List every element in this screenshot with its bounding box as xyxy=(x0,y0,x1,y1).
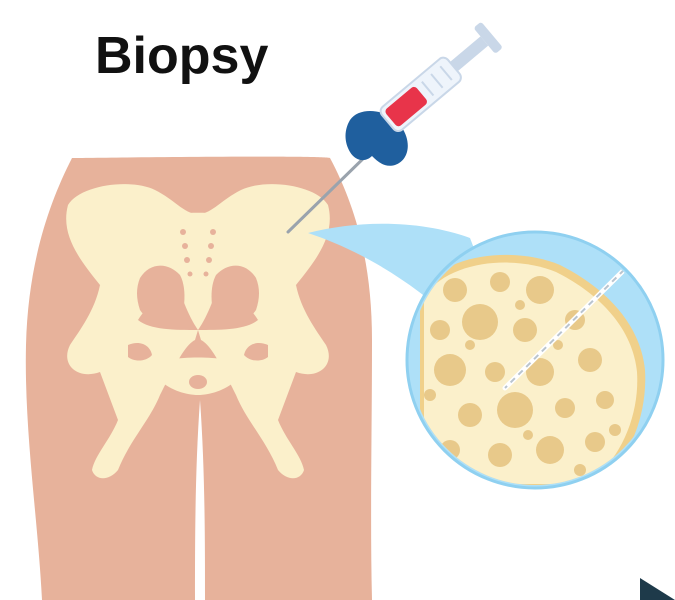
magnified-bone-tissue xyxy=(405,230,665,490)
corner-arrow-icon xyxy=(640,578,675,600)
syringe-icon xyxy=(288,22,503,232)
